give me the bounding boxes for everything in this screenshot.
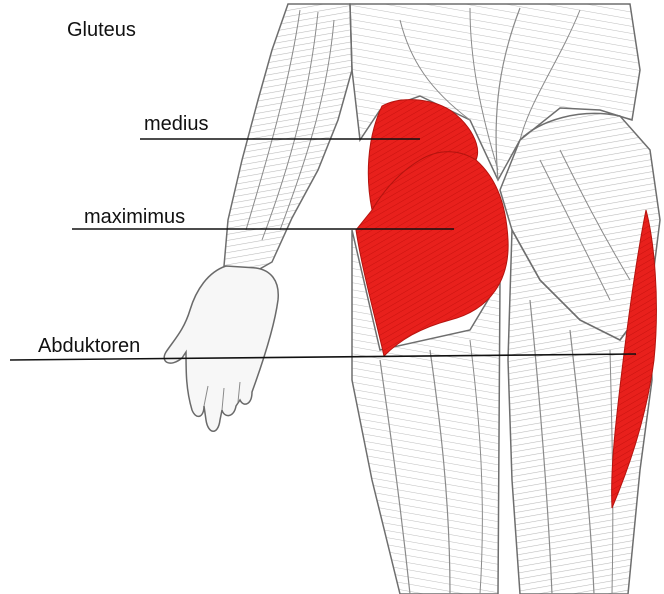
left-arm [224, 4, 352, 278]
abduktoren-label: Abduktoren [38, 336, 140, 356]
diagram-title: Gluteus [67, 20, 136, 40]
medius-label: medius [144, 114, 208, 134]
hand [164, 266, 278, 431]
maximimus-label: maximimus [84, 207, 185, 227]
